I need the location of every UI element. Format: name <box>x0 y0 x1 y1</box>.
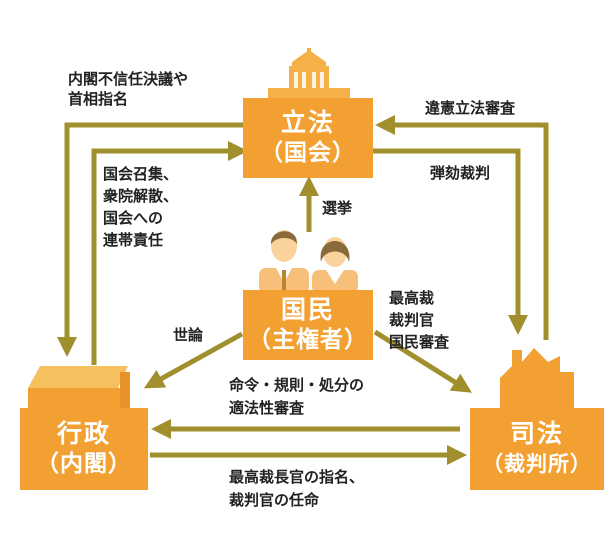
label-no-confidence: 内閣不信任決議や 首相指名 <box>68 70 189 108</box>
people-box: 国民 （主権者） <box>243 290 373 360</box>
diet-building-icon <box>268 48 350 98</box>
label-public-opinion: 世論 <box>173 326 204 344</box>
arrow-diet-convocation <box>91 141 249 365</box>
label-appointment: 最高裁長官の指名、 裁判官の任命 <box>229 468 365 509</box>
people-figures-icon <box>259 230 358 294</box>
arrow-public-opinion <box>143 331 244 389</box>
label-diet-convocation: 国会召集、 衆院解散、 国会への 連帯責任 <box>103 165 179 249</box>
label-election: 選挙 <box>322 199 353 217</box>
people-title: 国民 <box>280 295 335 324</box>
cabinet-title: 行政 <box>56 419 111 448</box>
judiciary-subtitle: （裁判所） <box>482 452 592 476</box>
label-judicial-review: 違憲立法審査 <box>425 99 516 117</box>
judiciary-box: 司法 （裁判所） <box>470 408 604 490</box>
legislature-box: 立法 （国会） <box>243 98 373 178</box>
arrows <box>57 115 549 465</box>
people-subtitle: （主権者） <box>248 327 368 353</box>
label-national-review: 最高裁 裁判官 国民審査 <box>389 289 450 351</box>
arrow-judicial-review <box>374 115 549 340</box>
court-building-icon <box>500 348 574 408</box>
legislature-title: 立法 <box>280 108 335 137</box>
label-impeachment: 弾劾裁判 <box>430 164 491 182</box>
cabinet-box: 行政 （内閣） <box>20 408 148 490</box>
cabinet-subtitle: （内閣） <box>36 451 132 477</box>
legislature-subtitle: （国会） <box>260 140 356 166</box>
arrow-no-confidence <box>57 122 243 358</box>
arrow-national-review <box>373 329 472 393</box>
arrow-impeachment <box>372 148 528 336</box>
label-legality-review: 命令・規則・処分の 適法性審査 <box>229 376 365 417</box>
judiciary-title: 司法 <box>509 419 564 448</box>
cabinet-building-icon <box>28 366 130 408</box>
